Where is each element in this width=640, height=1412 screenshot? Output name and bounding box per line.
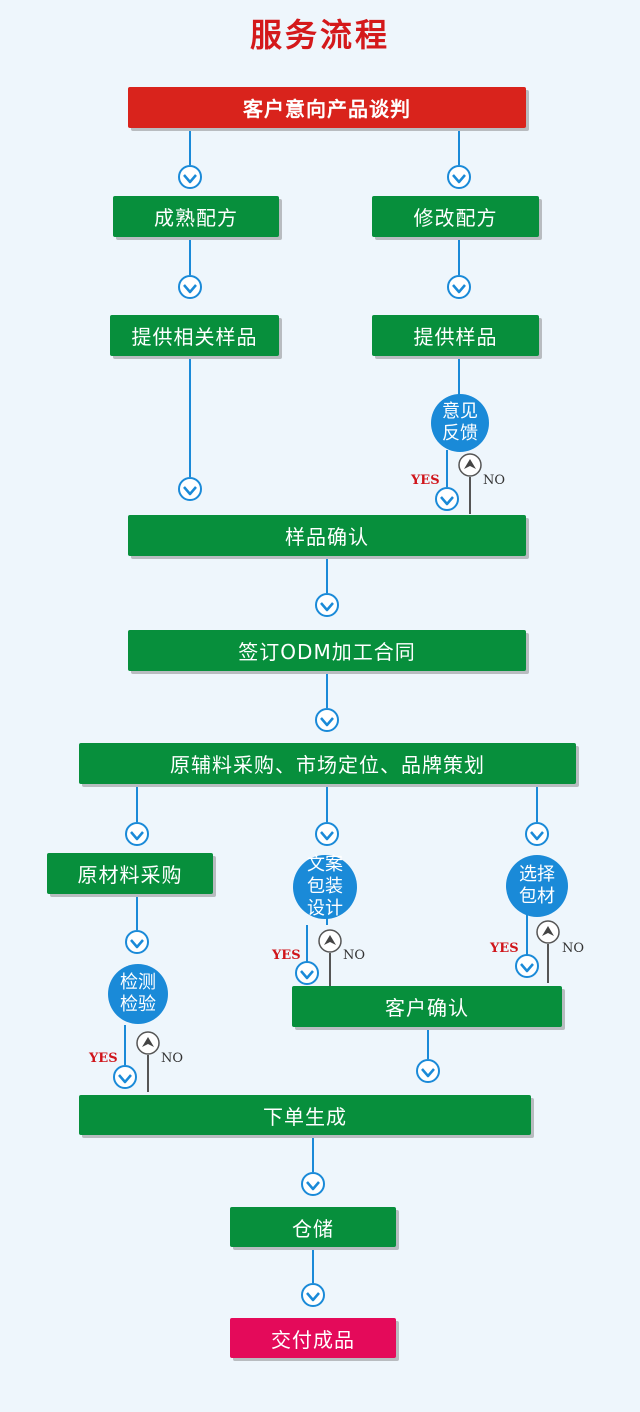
step-samples: 提供样品 (372, 315, 539, 356)
step-raw-purchase: 原材料采购 (47, 853, 213, 894)
step-modify-formula: 修改配方 (372, 196, 539, 237)
step-customer-confirm: 客户确认 (292, 986, 562, 1027)
yes-label-copy: YES (272, 948, 301, 963)
no-label-inspection: NO (161, 1051, 184, 1066)
page-title: 服务流程 (249, 16, 390, 54)
no-label-copy: NO (343, 948, 366, 963)
copy-design-label: 文案包装设计 (307, 854, 343, 919)
feedback-circle: 意见反馈 (431, 394, 489, 452)
yes-label-feedback: YES (411, 473, 440, 488)
step-storage: 仓储 (230, 1207, 396, 1247)
copy-design-circle: 文案包装设计 (293, 854, 357, 919)
inspection-label: 检测检验 (120, 972, 156, 1015)
choose-material-label: 选择包材 (519, 864, 555, 907)
choose-material-circle: 选择包材 (506, 855, 568, 917)
no-label-feedback: NO (483, 473, 506, 488)
step-procurement: 原辅料采购、市场定位、品牌策划 (79, 743, 576, 784)
step-sample-confirm: 样品确认 (128, 515, 526, 556)
step-contract: 签订ODM加工合同 (128, 630, 526, 671)
yes-label-inspection: YES (89, 1051, 118, 1066)
step-negotiation: 客户意向产品谈判 (128, 87, 526, 128)
inspection-circle: 检测检验 (108, 964, 168, 1024)
feedback-label: 意见反馈 (442, 401, 478, 444)
step-mature-formula: 成熟配方 (113, 196, 279, 237)
step-related-samples: 提供相关样品 (110, 315, 279, 356)
step-deliver: 交付成品 (230, 1318, 396, 1358)
no-label-material: NO (562, 941, 585, 956)
step-order: 下单生成 (79, 1095, 531, 1135)
yes-label-material: YES (490, 941, 519, 956)
